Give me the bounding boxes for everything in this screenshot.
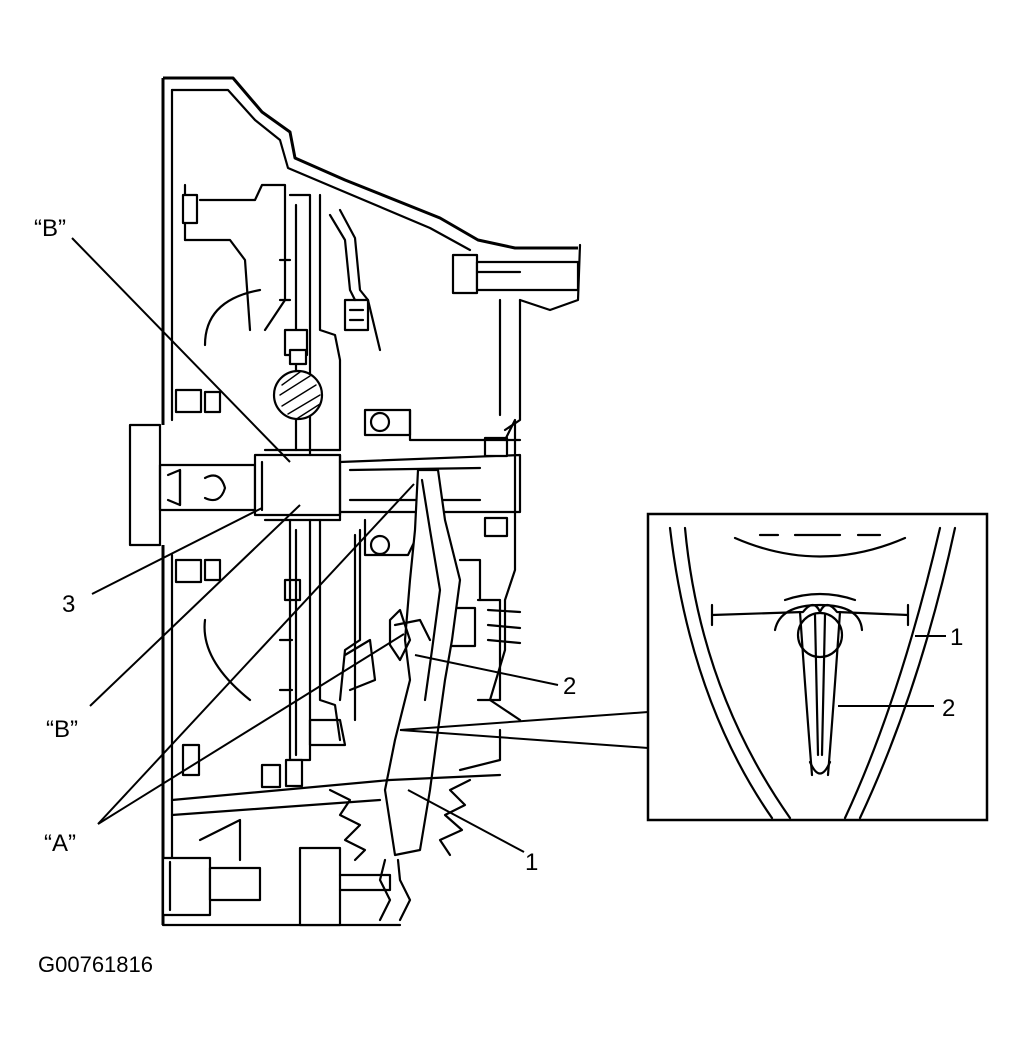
inset-detail-view [646,512,989,822]
callout-b-bottom: “B” [46,716,78,743]
clutch-assembly [203,193,382,762]
inset-callout-2: 2 [942,695,955,722]
callout-1: 1 [525,849,538,876]
figure-code: G00761816 [38,952,153,977]
fork-boot [170,728,502,862]
housing-bolts [174,193,304,789]
inset-callout-1: 1 [950,624,963,651]
lower-mount [161,818,392,927]
release-fork [378,468,462,922]
callout-2: 2 [563,673,576,700]
leader-lines [71,237,649,853]
input-shaft-flange [128,423,257,547]
callout-b-top: “B” [34,215,66,242]
output-side [363,253,580,722]
transaxle-housing [161,76,582,927]
callout-a: “A” [44,830,76,857]
callout-3: 3 [62,591,75,618]
